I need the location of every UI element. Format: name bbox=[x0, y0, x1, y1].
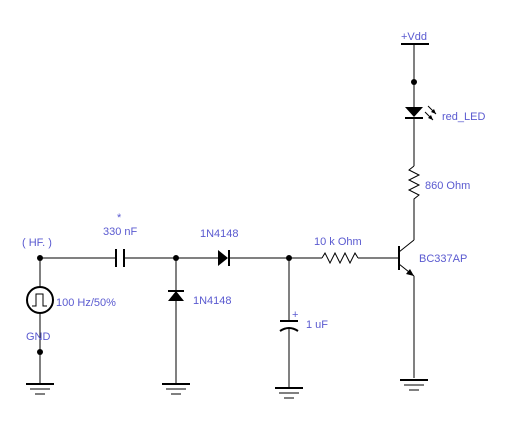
transistor-bc337 bbox=[398, 202, 415, 378]
ground-capacitor bbox=[275, 387, 303, 399]
resistor-860 bbox=[407, 122, 421, 202]
diode-shunt bbox=[168, 255, 184, 384]
led-label: red_LED bbox=[442, 111, 485, 123]
capacitor-330nf bbox=[115, 249, 125, 267]
ground-diode bbox=[162, 383, 190, 395]
ground-source bbox=[26, 383, 54, 395]
capacitor-plus-label: + bbox=[292, 309, 298, 321]
capacitor-1uf-label: 1 uF bbox=[306, 319, 328, 331]
signal-source bbox=[26, 255, 54, 384]
capacitor-330nf-label: 330 nF bbox=[103, 226, 138, 238]
resistor-860-label: 860 Ohm bbox=[425, 180, 470, 192]
resistor-10k bbox=[321, 251, 359, 265]
resistor-10k-label: 10 k Ohm bbox=[314, 236, 362, 248]
vdd-rail bbox=[401, 43, 429, 107]
led-red bbox=[405, 105, 437, 122]
asterisk-label: * bbox=[117, 212, 122, 224]
source-label: 100 Hz/50% bbox=[56, 297, 116, 309]
vdd-label: +Vdd bbox=[401, 31, 427, 43]
gnd-label: GND bbox=[26, 331, 51, 343]
capacitor-1uf bbox=[279, 255, 299, 388]
hf-label: ( HF. ) bbox=[22, 237, 52, 249]
ground-emitter bbox=[400, 379, 428, 391]
transistor-label: BC337AP bbox=[419, 253, 467, 265]
diode-series-label: 1N4148 bbox=[200, 228, 239, 240]
diode-shunt-label: 1N4148 bbox=[193, 295, 232, 307]
diode-series bbox=[218, 250, 230, 266]
